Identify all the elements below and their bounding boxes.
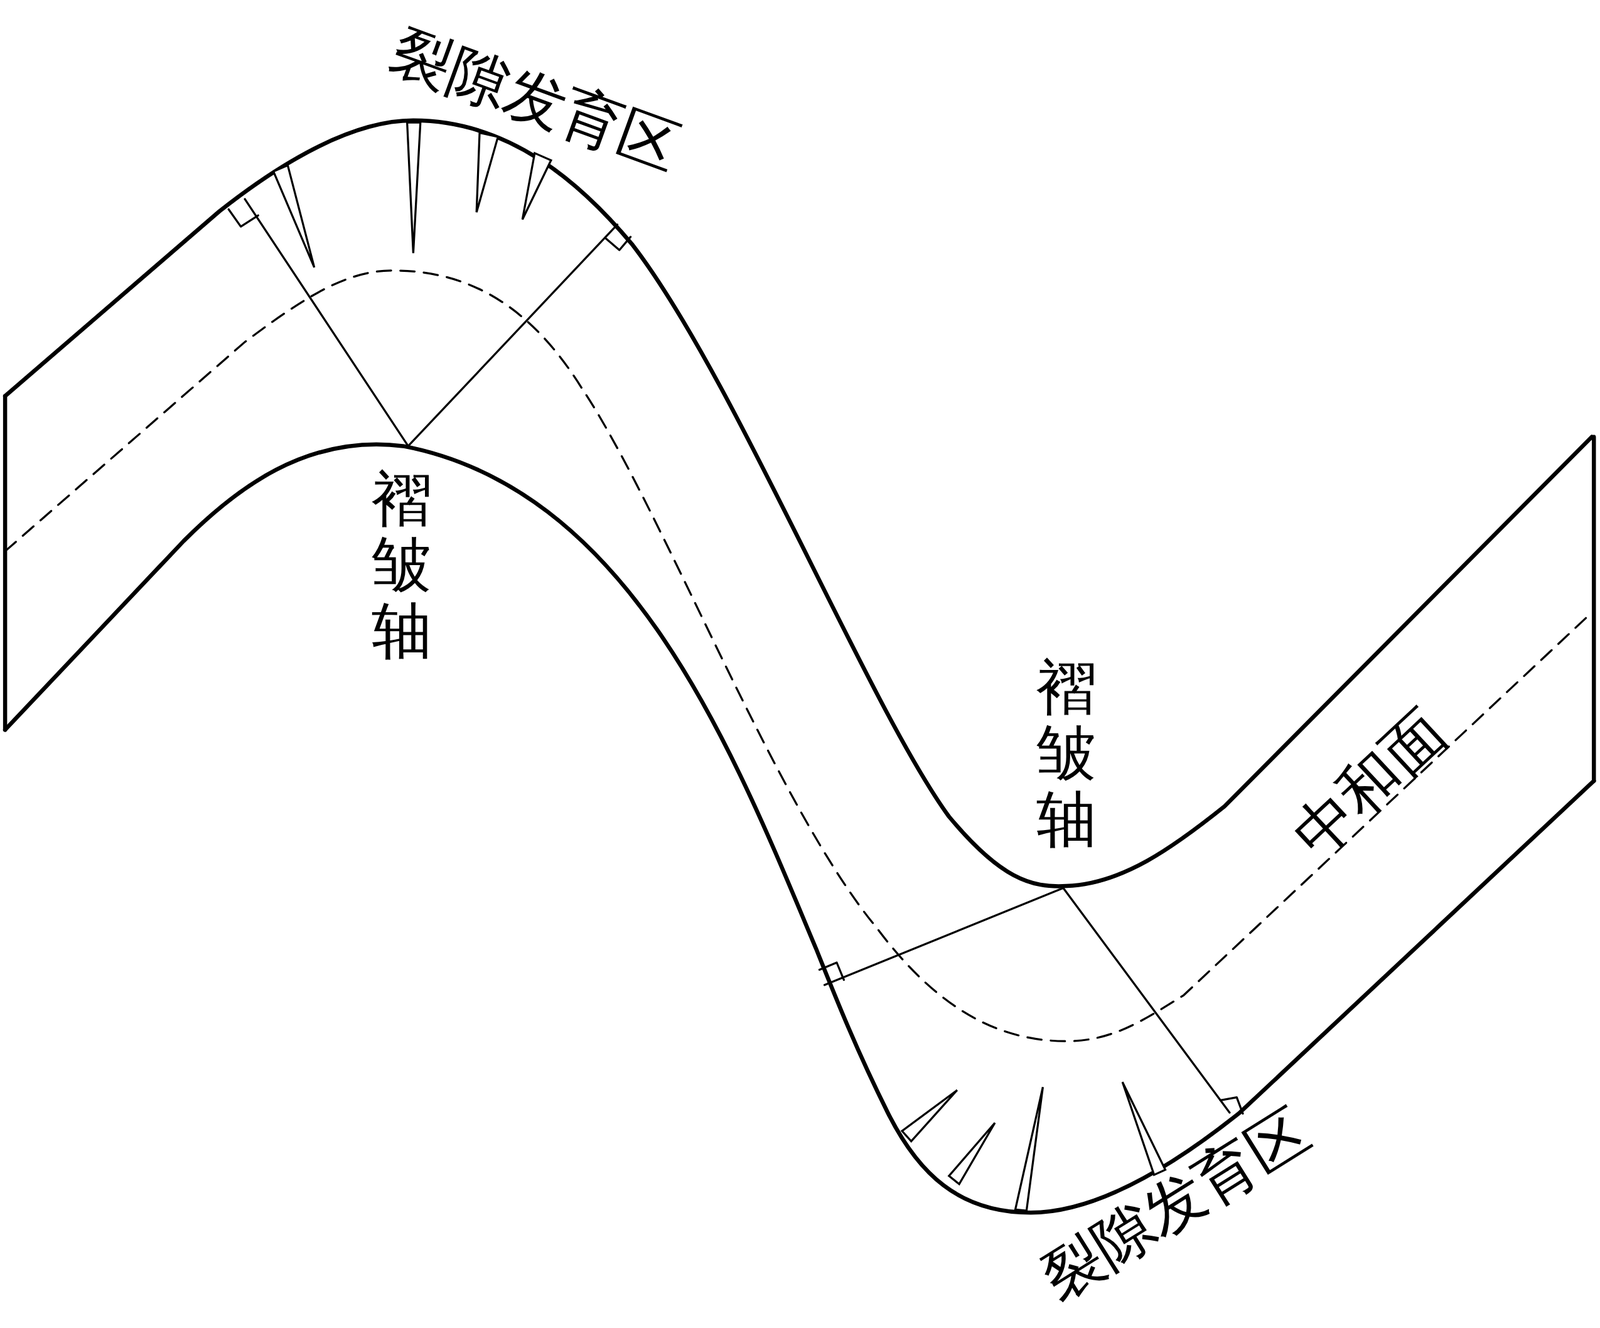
left-edge	[3, 396, 8, 731]
neutral-surface-label: 中和面	[1283, 699, 1457, 868]
neutral-surface	[5, 270, 1592, 1041]
right-angle-marks	[228, 209, 1243, 1113]
right-edge	[1591, 436, 1597, 781]
fold-axis-label: 褶皱轴	[371, 465, 432, 665]
upper-boundary	[5, 120, 1592, 887]
axial-lines	[244, 198, 1230, 1113]
fracture-zone-label: 裂隙发育区	[383, 19, 688, 179]
fracture-wedges	[273, 122, 1166, 1211]
lower-boundary	[5, 444, 1594, 1213]
fold-axis-label: 褶皱轴	[1036, 654, 1097, 854]
fracture-zone-label: 裂隙发育区	[1031, 1098, 1319, 1310]
